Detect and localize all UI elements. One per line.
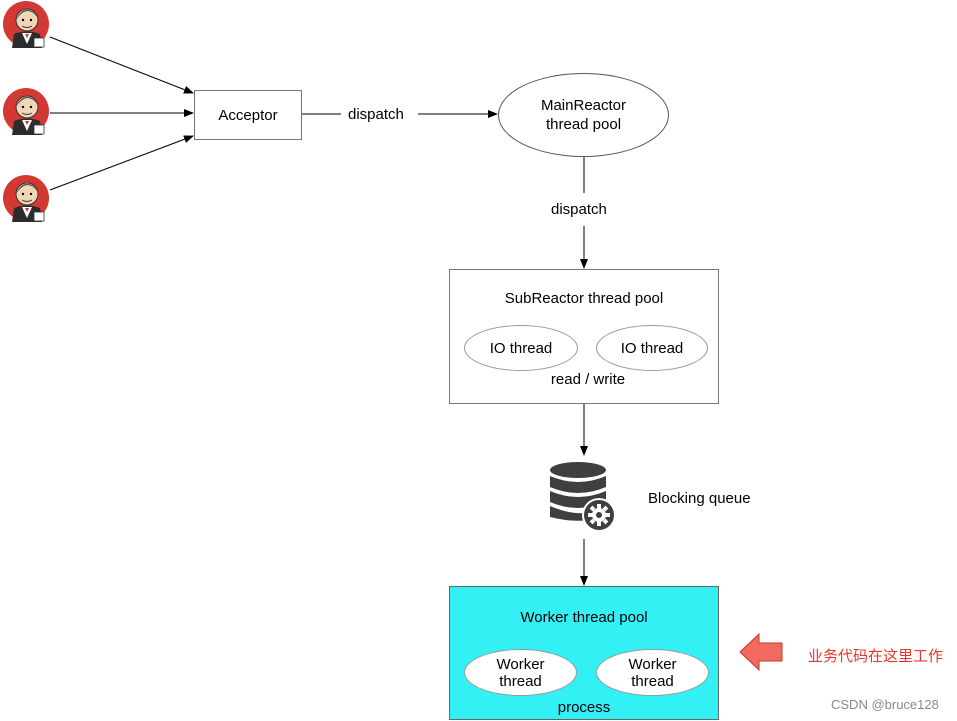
main-reactor-line1: MainReactor — [540, 97, 627, 114]
business-code-note: 业务代码在这里工作 — [808, 647, 944, 665]
acceptor-label: Acceptor — [218, 106, 278, 124]
worker-thread-1-line2: thread — [499, 672, 542, 690]
jenkins-avatar-icon — [3, 1, 49, 48]
dispatch-label-horizontal: dispatch — [348, 106, 404, 123]
jenkins-avatar-icon — [3, 175, 49, 222]
client1-to-acceptor-arrow — [49, 36, 194, 94]
worker-thread-1: Worker thread — [464, 649, 577, 696]
dispatch-label-vertical: dispatch — [551, 201, 607, 218]
worker-thread-2: Worker thread — [596, 649, 709, 696]
client-avatar-3 — [3, 175, 49, 222]
main-reactor-node: MainReactor thread pool — [498, 73, 669, 157]
worker-pool-box: Worker thread pool Worker thread Worker … — [449, 586, 719, 720]
io-thread-2: IO thread — [596, 325, 708, 371]
io-thread-1-label: IO thread — [489, 339, 553, 357]
subreactor-pool-title: SubReactor thread pool — [504, 290, 664, 307]
subreactor-caption: read / write — [550, 371, 626, 388]
database-gear-icon — [550, 462, 616, 532]
jenkins-avatar-icon — [3, 88, 49, 135]
worker-pool-caption: process — [557, 699, 611, 716]
client-avatar-1 — [3, 1, 49, 48]
blocking-queue-label: Blocking queue — [648, 490, 751, 507]
worker-thread-1-line1: Worker — [496, 655, 545, 673]
worker-pool-title: Worker thread pool — [520, 609, 648, 626]
watermark: CSDN @bruce128 — [831, 697, 939, 712]
client-avatar-2 — [3, 88, 49, 135]
io-thread-2-label: IO thread — [620, 339, 684, 357]
io-thread-1: IO thread — [464, 325, 578, 371]
worker-thread-2-line1: Worker — [628, 655, 677, 673]
acceptor-box: Acceptor — [194, 90, 302, 140]
arrow-left-icon — [739, 632, 783, 672]
main-reactor-line2: thread pool — [545, 116, 622, 133]
subreactor-pool-box: SubReactor thread pool IO thread IO thre… — [449, 269, 719, 404]
worker-thread-2-line2: thread — [631, 672, 674, 690]
client3-to-acceptor-arrow — [49, 135, 194, 191]
